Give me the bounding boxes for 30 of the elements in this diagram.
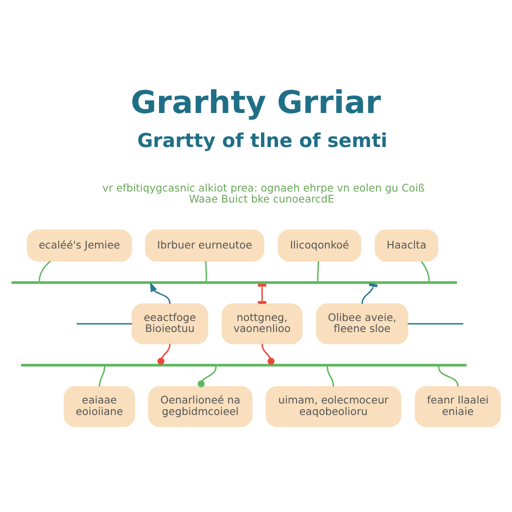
connector — [198, 366, 217, 388]
connector — [205, 261, 208, 282]
node-box: feanr Ilaalei eniaie — [414, 386, 501, 427]
connector — [420, 261, 430, 282]
connector — [157, 344, 171, 365]
label: Grartty of tlne of semti — [137, 128, 388, 152]
connector — [261, 344, 274, 365]
connector — [326, 366, 334, 387]
node-box: Haaclta — [374, 229, 438, 262]
connector — [408, 323, 464, 325]
node-box: ecaléé's Jemiee — [26, 229, 132, 262]
diagram-title: Grarhty Grriar — [130, 85, 381, 122]
node-box: eaiaae eoioiiane — [64, 386, 136, 427]
node-box: Ilicoqonkoé — [278, 229, 362, 262]
node-box: Olibee aveie, fleene sloe — [316, 303, 408, 344]
connector — [438, 366, 459, 387]
node-box: eeactfoge Bioieotuu — [132, 303, 208, 344]
connector — [98, 366, 106, 387]
arrow — [150, 282, 171, 304]
connector — [38, 260, 51, 282]
node-box: Oenarlioneé nagegbidmcoieel — [148, 386, 253, 427]
node-box: Ibrbuer eurneutoe — [145, 229, 264, 262]
connector — [361, 283, 378, 304]
node-bar — [21, 364, 467, 366]
connector — [317, 261, 320, 282]
label: vr efbitiqygcasnic alkiot prea: ognaeh ehrpe vn eolen gu Coiß Waae Buict bke cunoearcdE — [102, 182, 425, 206]
connector — [76, 323, 132, 325]
node-box: nottgneg, vaonenlioo — [222, 303, 303, 344]
node-box: uimam, eolecmoceur eaqobeolioru — [266, 386, 402, 427]
node-bar — [12, 281, 457, 284]
